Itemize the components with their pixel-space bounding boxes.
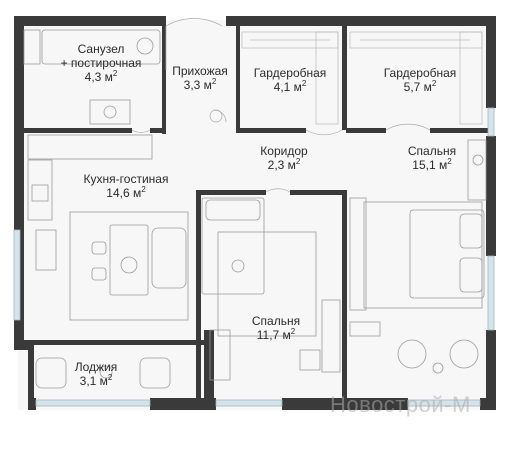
room-name: Гардеробная (253, 66, 327, 80)
bedroom-large-furniture (349, 139, 487, 374)
room-area: 15,1 м2 (412, 157, 452, 173)
room-area: 4,3 м2 (84, 69, 118, 85)
room-label-hallway: Прихожая 3,3 м2 (164, 64, 236, 92)
room-name: Спальня (407, 144, 457, 158)
room-label-bedroom-large: Спальня 15,1 м2 (388, 144, 476, 172)
room-area: 4,1 м2 (273, 79, 307, 95)
wardrobe-shelves (241, 31, 483, 125)
room-name: Прихожая (172, 64, 228, 78)
room-name: Коридор (260, 144, 308, 158)
room-area: 3,1 м2 (79, 373, 113, 389)
room-area: 3,3 м2 (183, 77, 217, 93)
room-label-loggia: Лоджия 3,1 м2 (56, 360, 136, 388)
inner-walls (22, 26, 490, 400)
bedroom-small-furniture (201, 197, 341, 381)
outer-walls (14, 16, 496, 410)
room-name-extra: + постирочная (60, 56, 142, 70)
kitchen-fixtures (27, 134, 189, 321)
room-label-bedroom-small: Спальня 11,7 м2 (232, 314, 320, 342)
room-name: Гардеробная (383, 66, 457, 80)
room-area: 2,3 м2 (267, 157, 301, 173)
loggia-furniture (35, 357, 171, 389)
room-name: Спальня (251, 314, 301, 328)
door-swings (131, 18, 431, 193)
room-name: Кухня-гостиная (83, 172, 169, 186)
watermark: Новострой-М (330, 392, 471, 417)
room-label-corridor: Коридор 2,3 м2 (240, 144, 328, 172)
room-area: 5,7 м2 (403, 79, 437, 95)
windows (13, 107, 495, 407)
room-name: Лоджия (74, 360, 118, 374)
room-area: 11,7 м2 (256, 327, 296, 343)
room-label-wardrobe-1: Гардеробная 4,1 м2 (240, 66, 340, 94)
room-label-bathroom: Санузел + постирочная 4,3 м2 (46, 42, 156, 84)
bathroom-fixtures (23, 29, 161, 125)
room-name: Санузел (77, 42, 125, 56)
room-label-kitchen-living: Кухня-гостиная 14,6 м2 (66, 172, 186, 200)
room-area: 14,6 м2 (106, 185, 146, 201)
room-label-wardrobe-2: Гардеробная 5,7 м2 (370, 66, 470, 94)
